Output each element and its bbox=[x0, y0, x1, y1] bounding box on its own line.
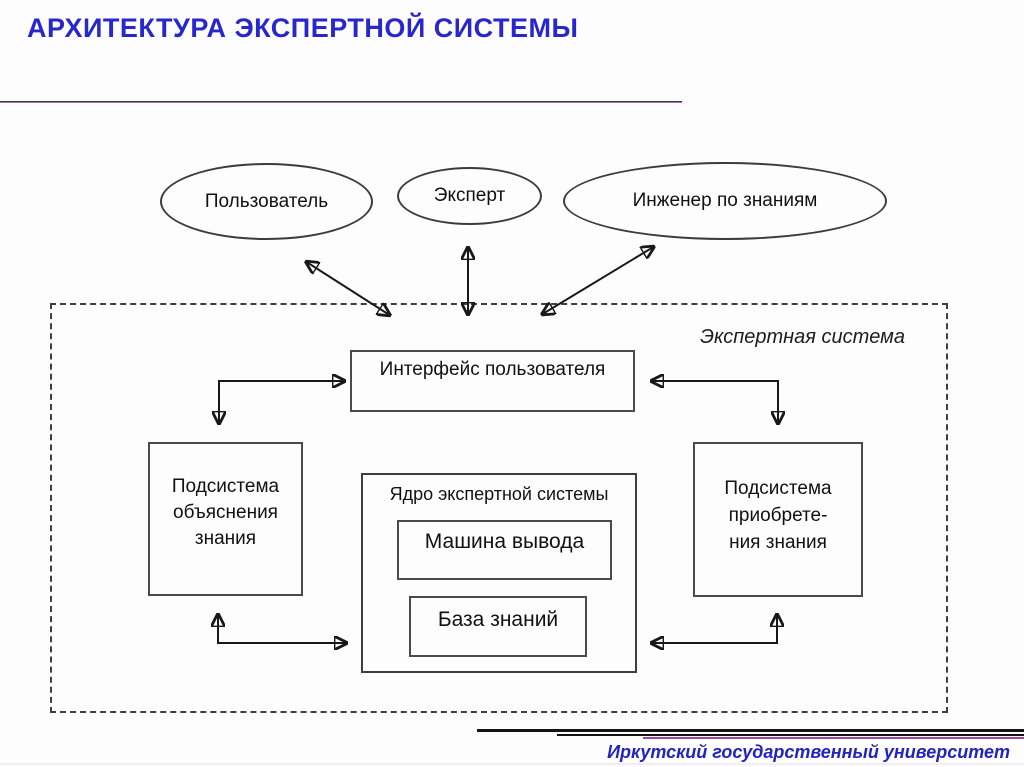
footer-line-primary bbox=[477, 729, 1024, 732]
ellipse-expert: Эксперт bbox=[397, 167, 542, 225]
user-interface-box: Интерфейс пользователя bbox=[350, 350, 635, 412]
acquisition-line-1: Подсистема bbox=[724, 478, 832, 499]
core-box-title: Ядро экспертной системы bbox=[389, 484, 609, 504]
acquisition-line-2: приобрете- bbox=[728, 505, 828, 526]
explanation-line-3: знания bbox=[194, 528, 257, 549]
inference-engine-label: Машина вывода bbox=[424, 530, 585, 553]
explanation-line-2: объяснения bbox=[173, 502, 278, 523]
acquisition-line-3: ния знания bbox=[729, 532, 827, 553]
explanation-line-1: Подсистема bbox=[171, 476, 280, 497]
page-title: АРХИТЕКТУРА ЭКСПЕРТНОЙ СИСТЕМЫ bbox=[27, 13, 579, 43]
title-underline bbox=[0, 101, 682, 103]
expert-system-label: Экспертная система bbox=[700, 326, 905, 348]
ellipse-expert-label: Эксперт bbox=[433, 185, 506, 206]
acquisition-subsystem-box: Подсистема приобрете- ния знания bbox=[693, 442, 863, 597]
knowledge-base-box: База знаний bbox=[409, 596, 587, 657]
user-interface-label: Интерфейс пользователя bbox=[379, 359, 606, 380]
inference-engine-box: Машина вывода bbox=[397, 520, 612, 580]
ellipse-user-label: Пользователь bbox=[204, 190, 329, 212]
expert-system-boundary bbox=[50, 303, 948, 713]
ellipse-knowledge-engineer: Инженер по знаниям bbox=[563, 162, 887, 240]
knowledge-base-label: База знаний bbox=[437, 608, 559, 631]
ellipse-knowledge-engineer-label: Инженер по знаниям bbox=[632, 190, 818, 211]
footer-organization: Иркутский государственный университет bbox=[607, 742, 1010, 762]
bottom-edge-strip bbox=[0, 763, 1024, 765]
explanation-subsystem-box: Подсистема объяснения знания bbox=[148, 442, 303, 596]
footer-line-accent bbox=[643, 737, 1024, 739]
footer-line-secondary bbox=[557, 734, 1024, 736]
ellipse-user: Пользователь bbox=[160, 163, 373, 240]
